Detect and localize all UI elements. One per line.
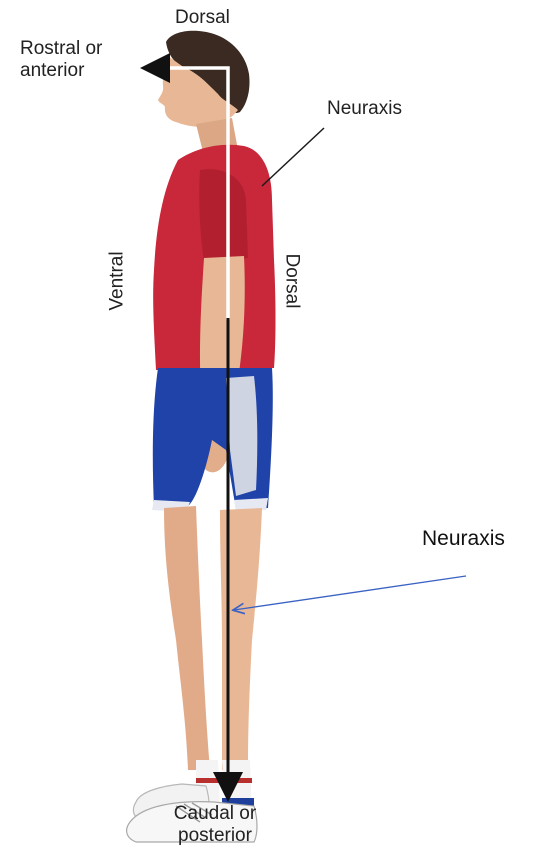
label-ventral: Ventral xyxy=(107,251,129,310)
leg-front xyxy=(220,508,262,770)
person-figure xyxy=(127,31,276,842)
label-rostral: Rostral or anterior xyxy=(20,38,150,82)
leg-back xyxy=(164,506,210,770)
label-caudal: Caudal or posterior xyxy=(160,803,270,847)
label-neuraxis-top: Neuraxis xyxy=(327,98,402,120)
neuraxis-leader-line xyxy=(262,128,324,186)
label-dorsal-top: Dorsal xyxy=(175,7,230,29)
label-neuraxis-annotation: Neuraxis xyxy=(422,528,505,550)
label-dorsal-side: Dorsal xyxy=(280,254,302,309)
neuraxis-annotation-arrow xyxy=(234,576,466,610)
sock-stripe xyxy=(196,778,252,783)
